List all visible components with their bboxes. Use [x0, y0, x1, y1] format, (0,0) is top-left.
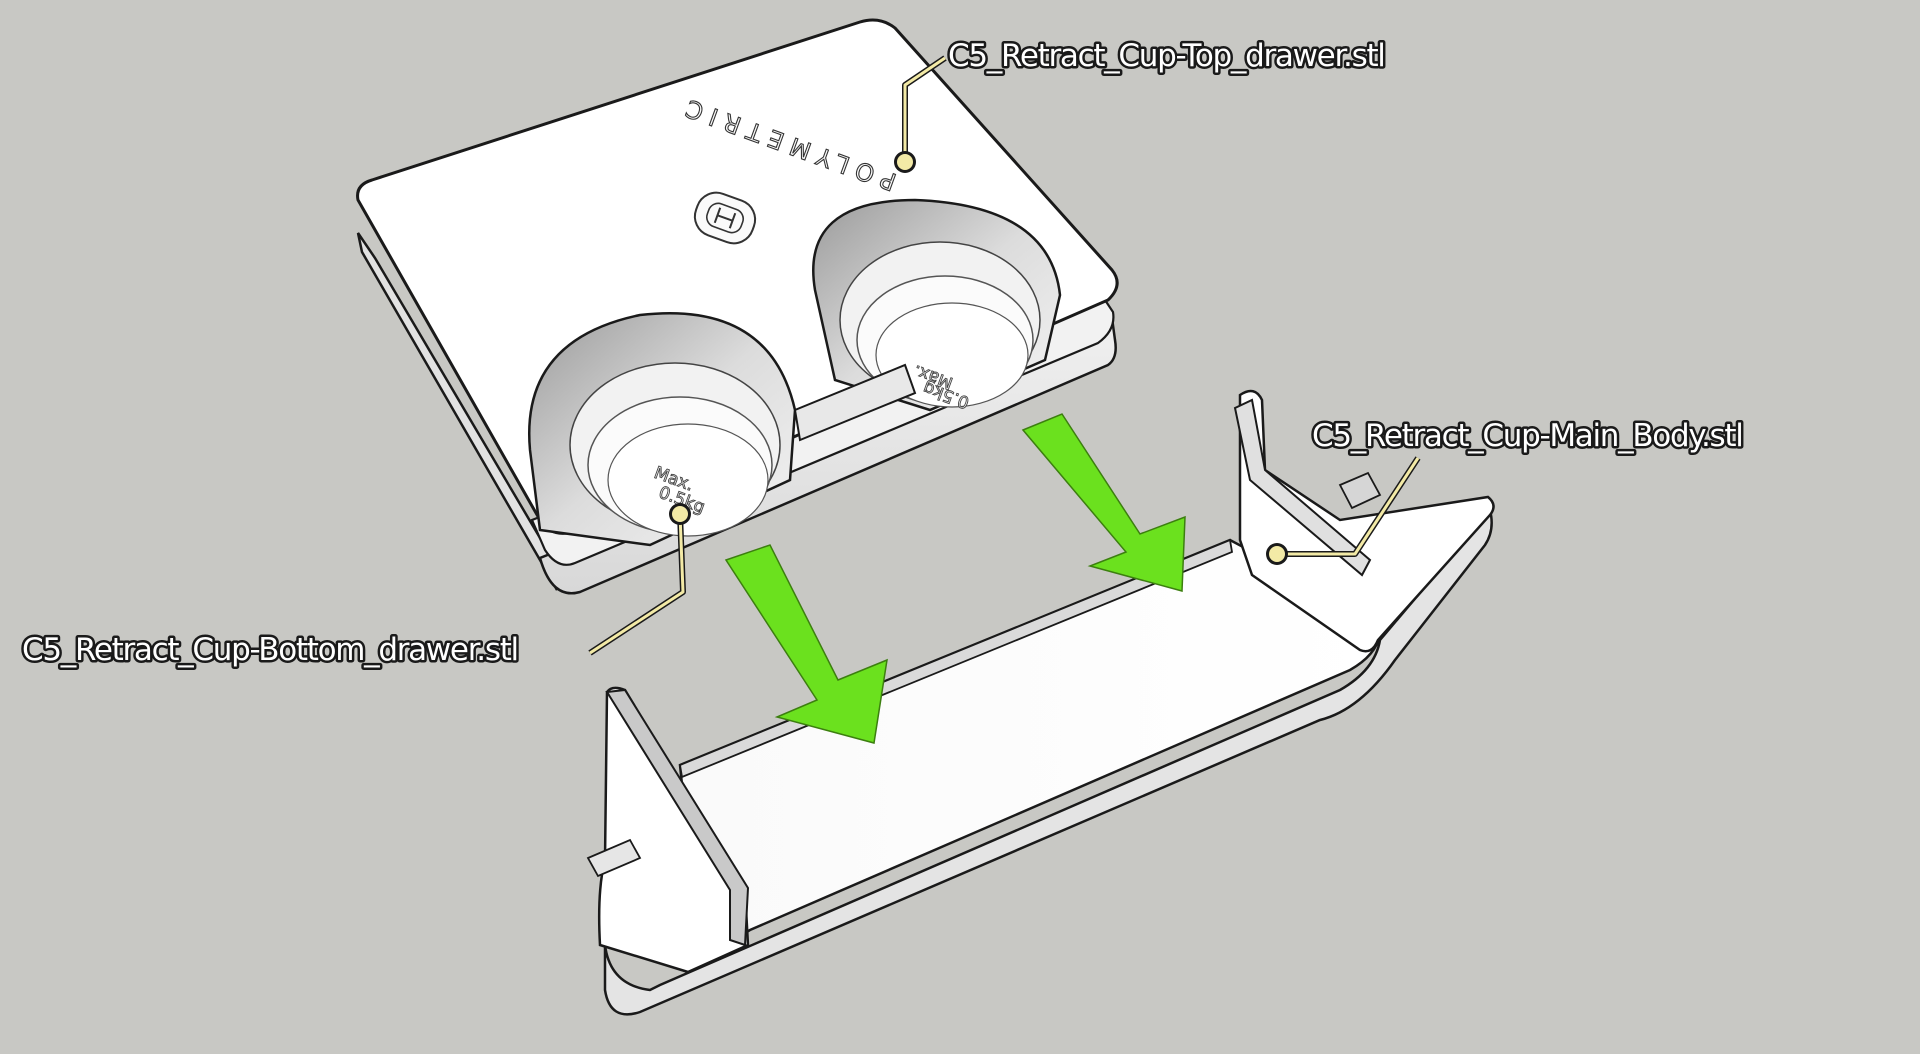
top-drawer-cup-left: [527, 311, 797, 547]
main-body-underside: [603, 507, 1493, 1016]
label-main-body: C5_Retract_Cup-Main_Body.stl: [1312, 418, 1743, 454]
top-drawer-cup-right: [812, 198, 1062, 412]
main-body-left-wall: [597, 686, 750, 974]
callout-bottom-drawer: C5_Retract_Cup-Bottom_drawer.stl: [20, 503, 691, 671]
top-drawer-middle-cutout: [793, 363, 917, 442]
main-body-right-rail: [1233, 398, 1372, 577]
top-drawer-part: POLYMETRIC Max. 0.5kg Max. 0.5kg: [356, 18, 1119, 595]
label-top-drawer: C5_Retract_Cup-Top_drawer.stl: [948, 38, 1385, 74]
assembly-arrow-right-icon: [1021, 413, 1186, 592]
assembly-arrow-left-icon: [724, 544, 888, 744]
top-drawer-left-side: [356, 232, 559, 591]
polymetric-logo-icon: [693, 191, 757, 245]
callout-main-body: C5_Retract_Cup-Main_Body.stl: [1266, 416, 1746, 565]
label-bottom-drawer: C5_Retract_Cup-Bottom_drawer.stl: [22, 632, 518, 668]
callout-top-drawer: C5_Retract_Cup-Top_drawer.stl: [894, 36, 1388, 173]
main-body-right-wall: [1238, 389, 1495, 653]
main-body-left-tab: [586, 838, 642, 878]
main-body-left-rail: [605, 688, 750, 947]
main-body-right-tab: [1338, 471, 1382, 510]
